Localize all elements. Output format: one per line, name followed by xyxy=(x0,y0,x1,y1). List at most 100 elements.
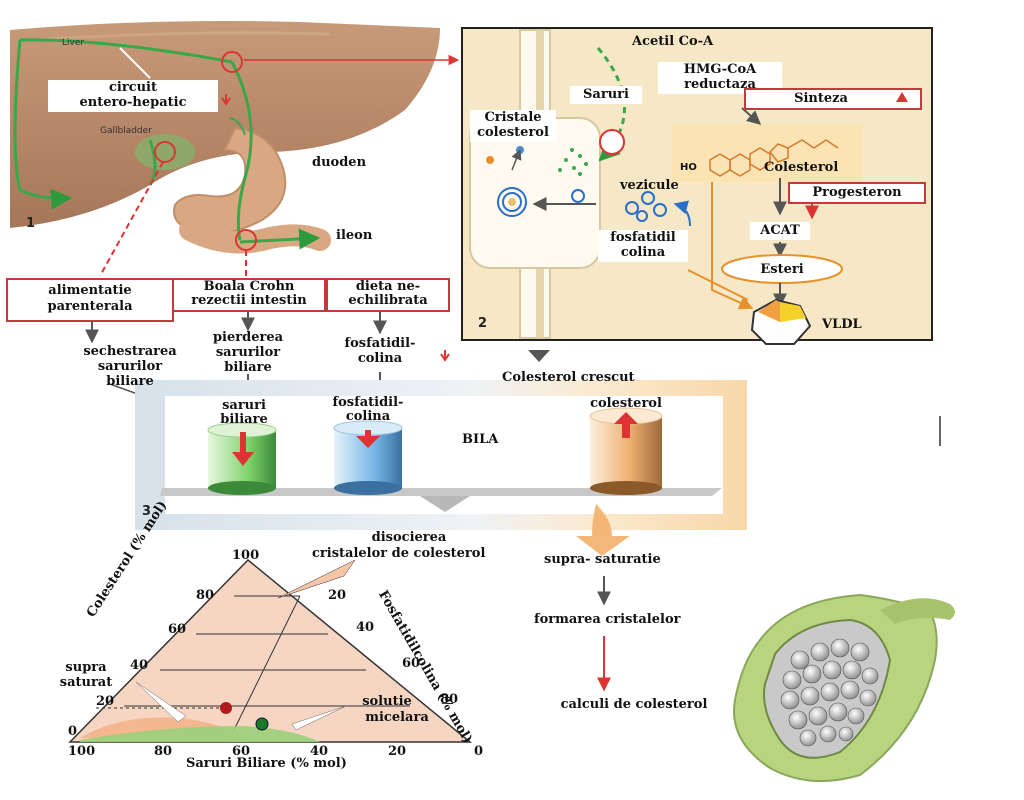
cause2-line2: rezectii intestin xyxy=(191,293,307,308)
left-tick: 20 xyxy=(96,694,115,709)
pierdere-line3: biliare xyxy=(224,360,272,375)
vldl-particle xyxy=(750,298,812,345)
left-tick: 60 xyxy=(168,622,187,637)
acetil-label: Acetil Co-A xyxy=(632,34,714,49)
solutie-line1: solutie xyxy=(362,694,412,709)
formarea-label: formarea cristalelor xyxy=(534,612,681,627)
acat-label: ACAT xyxy=(760,223,800,238)
pierdere-line2: sarurilor xyxy=(215,345,281,360)
fosfatidil-line2: colina xyxy=(620,245,666,260)
right-tick: 80 xyxy=(440,692,459,707)
fosfatidil-line1: fosfatidil xyxy=(610,230,676,245)
esteri-label: Esteri xyxy=(760,262,804,277)
transporter-circle xyxy=(599,129,625,155)
cause2-line1: Boala Crohn xyxy=(203,279,295,294)
cylinder-fosfatidilcolina xyxy=(333,420,403,495)
cause1-line1: alimentatie xyxy=(48,283,132,298)
arrow-colesterol-to-vldl xyxy=(711,182,754,310)
circuit-label-line2: entero-hepatic xyxy=(79,95,187,110)
gallbladder-illustration xyxy=(135,134,195,170)
bottom-tick: 40 xyxy=(310,744,329,759)
panel3-number: 3 xyxy=(142,504,152,519)
bottom-tick: 80 xyxy=(154,744,173,759)
cristale-line2: colesterol xyxy=(477,125,549,140)
shelf xyxy=(160,488,722,496)
liver-illustration xyxy=(10,21,440,228)
left-tick: 80 xyxy=(196,588,215,603)
cyl3-label: colesterol xyxy=(590,396,662,411)
circuit-label-box: circuit entero-hepatic xyxy=(48,80,218,112)
bila-label: BILA xyxy=(462,432,499,447)
saruri-label-box: Saruri xyxy=(570,86,642,104)
circuit-label-line1: circuit xyxy=(108,80,157,95)
right-tick: 20 xyxy=(328,588,347,603)
vldl-label: VLDL xyxy=(822,317,862,332)
cyl2-line1: fosfatidil- xyxy=(332,395,404,410)
orange-line xyxy=(687,269,749,301)
vezicule-label: vezicule xyxy=(620,178,679,193)
colesterol-label: Colesterol xyxy=(764,160,839,175)
fosfatidil-effect-line2: colina xyxy=(357,351,403,366)
supra-saturat-line1: supra xyxy=(65,660,107,675)
supersaturation-arrow xyxy=(576,504,630,556)
bottom-axis-label: Saruri Biliare (% mol) xyxy=(186,756,347,771)
duoden-label: duoden xyxy=(312,155,367,170)
arrow-hmg-to-colesterol xyxy=(741,107,762,125)
bottom-tick: 60 xyxy=(232,744,251,759)
ileon-label: ileon xyxy=(336,228,373,243)
sinteza-label: Sinteza xyxy=(794,91,848,106)
liver-pointer-line xyxy=(119,47,151,79)
right-tick: 60 xyxy=(402,656,421,671)
sechestrare-line3: biliare xyxy=(106,374,154,389)
left-tick: 0 xyxy=(68,724,78,739)
saruri-label: Saruri xyxy=(583,87,629,102)
left-tick: 40 xyxy=(130,658,149,673)
acat-label-box: ACAT xyxy=(750,222,810,240)
solutie-line2: micelara xyxy=(365,710,429,725)
circuit-down-arrow xyxy=(221,94,231,106)
panel2-down-arrow xyxy=(528,350,550,362)
fosfatidil-effect-line1: fosfatidil- xyxy=(344,336,416,351)
sechestrare-line1: sechestrarea xyxy=(83,344,177,359)
disocierea-line2: cristalelor de colesterol xyxy=(312,546,486,561)
cause3-line1: dieta ne- xyxy=(355,279,421,294)
hmg-label-box: HMG-CoA reductaza xyxy=(658,62,782,94)
hmg-line1: HMG-CoA xyxy=(683,62,757,77)
panel1-number: 1 xyxy=(26,216,36,231)
hmg-line2: reductaza xyxy=(684,77,756,92)
bile-salt-dots xyxy=(558,148,588,176)
calculi-label: calculi de colesterol xyxy=(560,697,708,712)
supra-saturatie-label: supra- saturatie xyxy=(544,552,661,567)
cause-box-parenteral: alimentatie parenterala xyxy=(6,278,174,322)
cristale-label-box: Cristale colesterol xyxy=(470,110,556,142)
fosfatidil-arrow xyxy=(673,200,691,227)
sechestrare-line2: sarurilor xyxy=(97,359,163,374)
left-tick: 100 xyxy=(232,548,260,563)
cyl1-line1: saruri xyxy=(222,398,266,413)
supra-saturat-line2: saturat xyxy=(59,675,113,690)
enterohepatic-circuit-path xyxy=(13,38,321,250)
cyl1-line2: biliare xyxy=(220,412,268,427)
cause-box-diet: dieta ne- echilibrata xyxy=(326,278,450,312)
cause-box-crohn: Boala Crohn rezectii intestin xyxy=(172,278,326,312)
cause1-line2: parenterala xyxy=(47,299,133,314)
cristale-line1: Cristale xyxy=(484,110,542,125)
gallbladder-label: Gallbladder xyxy=(100,126,152,136)
bottom-tick: 100 xyxy=(68,744,96,759)
sinteza-up-icon xyxy=(896,92,908,102)
ternary-diagram xyxy=(68,558,473,743)
gallbladder-highlight-circle xyxy=(154,141,176,163)
progesteron-box: Progesteron xyxy=(788,182,926,204)
sinteza-box: Sinteza xyxy=(744,88,922,110)
right-tick: 40 xyxy=(356,620,375,635)
ho-label: HO xyxy=(680,162,697,173)
bottom-tick: 20 xyxy=(388,744,407,759)
steroid-molecule xyxy=(709,139,839,177)
gallbladder-stones-illustration xyxy=(733,593,955,783)
multilamellar-vesicle xyxy=(497,187,527,217)
cause3-line2: echilibrata xyxy=(348,293,428,308)
panel2-number: 2 xyxy=(478,316,488,331)
liver-label: Liver xyxy=(62,38,85,48)
gallbladder-to-cause-line xyxy=(99,161,164,277)
